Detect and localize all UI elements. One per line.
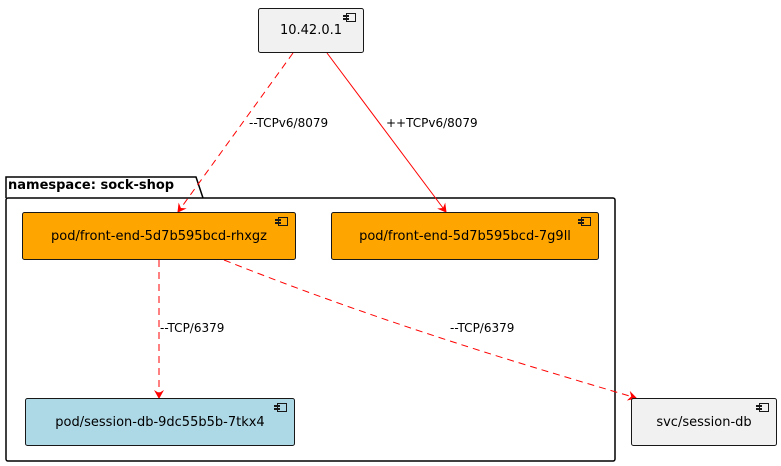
edge-ip-to-front-a	[177, 52, 294, 213]
node-ip-label: 10.42.0.1	[279, 23, 343, 38]
edge-ip-to-front-b	[326, 52, 447, 213]
namespace-tab	[5, 176, 204, 199]
node-front-end-rhxgz-label: pod/front-end-5d7b595bcd-rhxgz	[51, 228, 267, 244]
edge-label-front-a-to-svc: --TCP/6379	[450, 321, 515, 335]
component-icon	[343, 13, 357, 23]
edge-label-ip-to-front-a: --TCPv6/8079	[249, 116, 329, 130]
node-session-db[interactable]: pod/session-db-9dc55b5b-7tkx4	[25, 398, 295, 446]
node-front-end-7g9ll[interactable]: pod/front-end-5d7b595bcd-7g9ll	[331, 212, 599, 260]
component-icon	[578, 217, 592, 227]
node-session-db-label: pod/session-db-9dc55b5b-7tkx4	[55, 414, 265, 430]
component-icon	[274, 403, 288, 413]
node-front-end-7g9ll-label: pod/front-end-5d7b595bcd-7g9ll	[359, 228, 571, 244]
node-front-end-rhxgz[interactable]: pod/front-end-5d7b595bcd-rhxgz	[22, 212, 296, 260]
namespace-frame	[5, 197, 616, 462]
node-ip[interactable]: 10.42.0.1	[258, 8, 364, 53]
edge-front-a-to-svc	[223, 259, 637, 401]
node-svc-session-db[interactable]: svc/session-db	[631, 398, 777, 446]
namespace-label: namespace: sock-shop	[8, 178, 175, 193]
component-icon	[756, 403, 770, 413]
edge-label-ip-to-front-b: ++TCPv6/8079	[386, 116, 478, 130]
node-svc-session-db-label: svc/session-db	[656, 414, 752, 430]
edge-label-front-a-to-session-db: --TCP/6379	[160, 321, 225, 335]
component-icon	[275, 217, 289, 227]
